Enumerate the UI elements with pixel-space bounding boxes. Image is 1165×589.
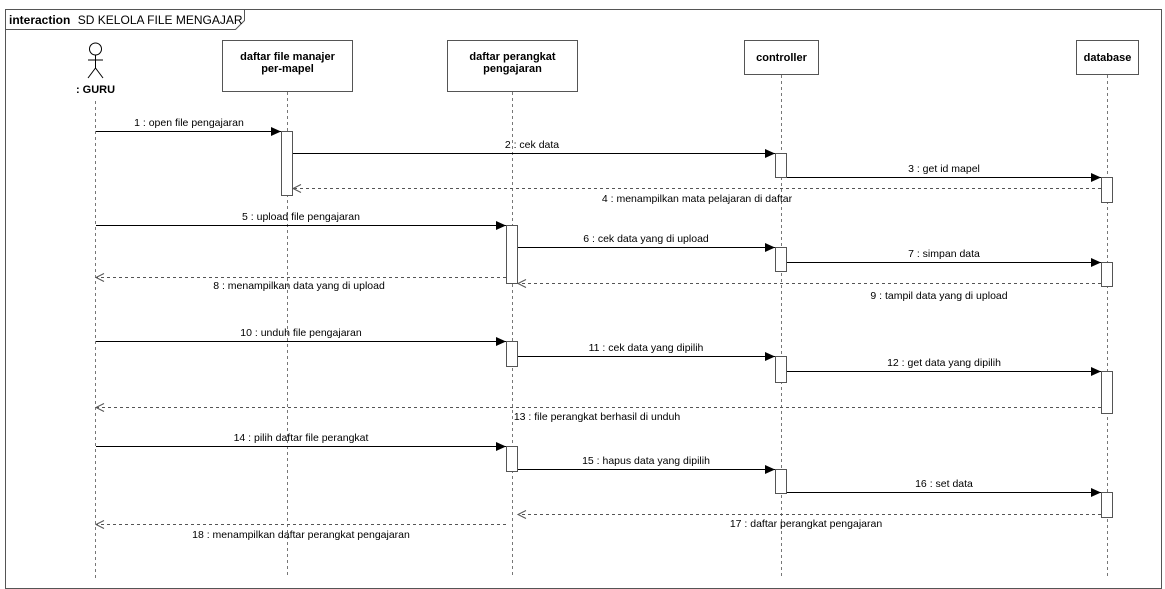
filled-arrowhead-icon bbox=[496, 337, 506, 346]
filled-arrowhead-icon bbox=[496, 221, 506, 230]
activation-bar bbox=[775, 356, 787, 383]
activation-bar bbox=[281, 131, 293, 196]
message-11: 11 : cek data yang dipilih bbox=[518, 342, 775, 361]
message-10: 10 : unduh file pengajaran bbox=[96, 327, 506, 346]
message-12: 12 : get data yang dipilih bbox=[787, 357, 1101, 376]
message-17: 17 : daftar perangkat pengajaran bbox=[516, 510, 1101, 530]
filled-arrowhead-icon bbox=[765, 243, 775, 252]
filled-arrowhead-icon bbox=[1091, 173, 1101, 182]
message-2: 2 : cek data bbox=[293, 139, 775, 158]
lifeline-daftar-file-label-2: per-mapel bbox=[261, 63, 314, 75]
frame-tag-text: interaction SD KELOLA FILE MENGAJAR bbox=[9, 11, 243, 28]
message-label: 16 : set data bbox=[915, 478, 973, 490]
open-arrowhead-icon bbox=[94, 403, 105, 412]
lifeline-controller-label: controller bbox=[756, 52, 807, 64]
frame-name: SD KELOLA FILE MENGAJAR bbox=[78, 13, 243, 27]
message-label: 11 : cek data yang dipilih bbox=[589, 342, 704, 354]
activation-bar bbox=[775, 469, 787, 494]
message-label: 3 : get id mapel bbox=[908, 163, 980, 175]
filled-arrowhead-icon bbox=[765, 465, 775, 474]
message-label: 15 : hapus data yang dipilih bbox=[582, 455, 710, 467]
filled-arrowhead-icon bbox=[271, 127, 281, 136]
activation-bar bbox=[775, 153, 787, 178]
activation-bar bbox=[506, 341, 518, 367]
lifeline-database: database bbox=[1076, 40, 1139, 75]
messages-layer: 1 : open file pengajaran 2 : cek data 3 : … bbox=[94, 117, 1101, 541]
message-3: 3 : get id mapel bbox=[787, 163, 1101, 182]
message-label: 8 : menampilkan data yang di upload bbox=[213, 280, 385, 292]
message-14: 14 : pilih daftar file perangkat bbox=[96, 432, 506, 451]
message-label: 10 : unduh file pengajaran bbox=[240, 327, 362, 339]
message-label: 17 : daftar perangkat pengajaran bbox=[730, 518, 883, 530]
open-arrowhead-icon bbox=[516, 279, 527, 288]
message-13: 13 : file perangkat berhasil di unduh bbox=[94, 403, 1101, 423]
filled-arrowhead-icon bbox=[1091, 488, 1101, 497]
message-label: 1 : open file pengajaran bbox=[134, 117, 244, 129]
activation-bar bbox=[775, 247, 787, 272]
activation-bar bbox=[1101, 262, 1113, 287]
actor-guru-head bbox=[89, 42, 102, 56]
lifeline-daftar-file-box bbox=[222, 40, 353, 92]
frame-tag-box bbox=[5, 9, 245, 30]
message-4: 4 : menampilkan mata pelajaran di daftar bbox=[291, 184, 1101, 205]
message-16: 16 : set data bbox=[787, 478, 1101, 497]
message-15: 15 : hapus data yang dipilih bbox=[518, 455, 775, 474]
activation-bar bbox=[1101, 492, 1113, 518]
filled-arrowhead-icon bbox=[765, 149, 775, 158]
message-7: 7 : simpan data bbox=[787, 248, 1101, 267]
open-arrowhead-icon bbox=[94, 273, 105, 282]
message-label: 9 : tampil data yang di upload bbox=[870, 290, 1007, 302]
open-arrowhead-icon bbox=[94, 520, 105, 529]
lifeline-daftar-file-label-1: daftar file manajer bbox=[240, 51, 335, 63]
message-6: 6 : cek data yang di upload bbox=[518, 233, 775, 252]
activation-bar bbox=[1101, 371, 1113, 414]
message-label: 12 : get data yang dipilih bbox=[887, 357, 1001, 369]
lifeline-daftar-perangkat: daftar perangkat pengajaran bbox=[447, 40, 578, 92]
filled-arrowhead-icon bbox=[1091, 367, 1101, 376]
message-label: 6 : cek data yang di upload bbox=[583, 233, 709, 245]
lifeline-database-label: database bbox=[1084, 52, 1132, 64]
frame-keyword: interaction bbox=[9, 13, 70, 27]
message-18: 18 : menampilkan daftar perangkat pengaj… bbox=[94, 520, 506, 541]
message-label: 13 : file perangkat berhasil di unduh bbox=[514, 411, 681, 423]
message-9: 9 : tampil data yang di upload bbox=[516, 279, 1101, 302]
open-arrowhead-icon bbox=[516, 510, 527, 519]
actor-guru-label: : GURU bbox=[76, 84, 115, 96]
activation-bar bbox=[506, 446, 518, 472]
message-label: 18 : menampilkan daftar perangkat pengaj… bbox=[192, 529, 410, 541]
lifeline-controller: controller bbox=[744, 40, 819, 75]
lifeline-daftar-perangkat-label-1: daftar perangkat bbox=[469, 51, 556, 63]
lifeline-daftar-perangkat-label-2: pengajaran bbox=[483, 63, 542, 75]
filled-arrowhead-icon bbox=[496, 442, 506, 451]
actor-guru bbox=[87, 42, 104, 79]
message-label: 5 : upload file pengajaran bbox=[242, 211, 360, 223]
filled-arrowhead-icon bbox=[765, 352, 775, 361]
activation-bar bbox=[1101, 177, 1113, 203]
message-8: 8 : menampilkan data yang di upload bbox=[94, 273, 506, 292]
message-1: 1 : open file pengajaran bbox=[96, 117, 281, 136]
lifeline-database-box bbox=[1076, 40, 1139, 75]
lifeline-daftar-file: daftar file manajer per-mapel bbox=[222, 40, 353, 92]
activation-bar bbox=[506, 225, 518, 284]
message-label: 14 : pilih daftar file perangkat bbox=[234, 432, 369, 444]
message-label: 4 : menampilkan mata pelajaran di daftar bbox=[602, 193, 793, 205]
message-label: 7 : simpan data bbox=[908, 248, 980, 260]
message-label: 2 : cek data bbox=[505, 139, 559, 151]
message-5: 5 : upload file pengajaran bbox=[96, 211, 506, 230]
lifeline-controller-box bbox=[744, 40, 819, 75]
lifeline-daftar-perangkat-box bbox=[447, 40, 578, 92]
open-arrowhead-icon bbox=[291, 184, 302, 193]
filled-arrowhead-icon bbox=[1091, 258, 1101, 267]
